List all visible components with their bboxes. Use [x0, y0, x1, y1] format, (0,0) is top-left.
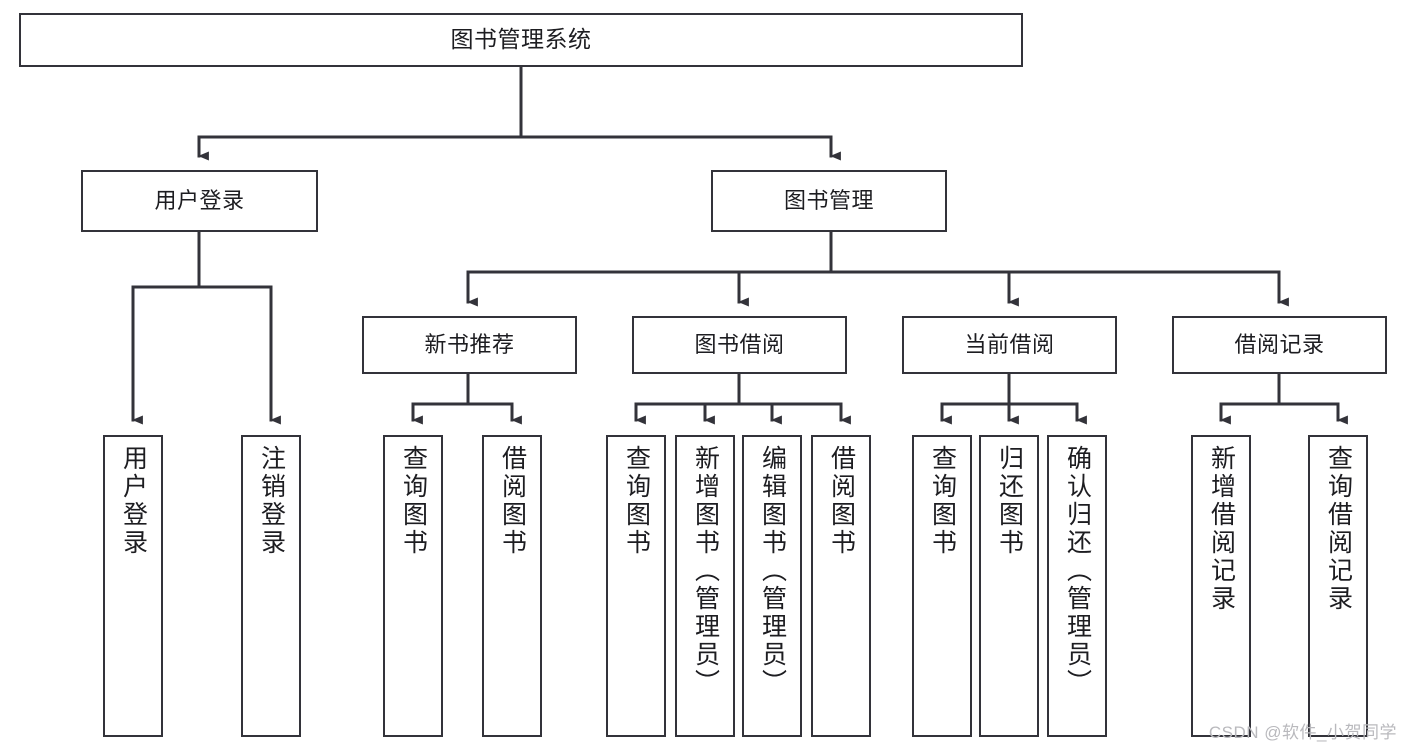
node-label: 查询借阅记录: [1324, 445, 1353, 613]
node-leaf-query-borrow-record[interactable]: 查询借阅记录: [1308, 435, 1368, 737]
node-label: 图书管理: [783, 188, 874, 214]
node-current-borrowing[interactable]: 当前借阅: [902, 316, 1117, 374]
node-leaf-add-book-admin[interactable]: 新增图书（管理员）: [675, 435, 735, 737]
node-label: 新书推荐: [424, 332, 515, 358]
node-leaf-user-login[interactable]: 用户登录: [103, 435, 163, 737]
node-label: 新增借阅记录: [1207, 445, 1236, 613]
node-leaf-confirm-return-admin[interactable]: 确认归还（管理员）: [1047, 435, 1107, 737]
node-leaf-logout[interactable]: 注销登录: [241, 435, 301, 737]
node-label: 图书借阅: [694, 332, 785, 358]
node-leaf-query-books-recommendation[interactable]: 查询图书: [383, 435, 443, 737]
watermark: CSDN @软件_小贺同学: [1208, 723, 1397, 742]
node-leaf-borrow-books-recommendation[interactable]: 借阅图书: [482, 435, 542, 737]
node-label: 借阅图书: [498, 445, 527, 557]
node-label: 借阅图书: [827, 445, 856, 557]
node-root-book-management-system[interactable]: 图书管理系统: [19, 13, 1023, 67]
node-book-management[interactable]: 图书管理: [711, 170, 947, 232]
node-label: 查询图书: [622, 445, 651, 557]
node-book-borrowing[interactable]: 图书借阅: [632, 316, 847, 374]
node-label: 图书管理系统: [450, 26, 592, 53]
node-user-login[interactable]: 用户登录: [81, 170, 318, 232]
node-leaf-return-books[interactable]: 归还图书: [979, 435, 1039, 737]
node-label: 借阅记录: [1234, 332, 1325, 358]
node-leaf-edit-book-admin[interactable]: 编辑图书（管理员）: [742, 435, 802, 737]
node-new-book-recommendation[interactable]: 新书推荐: [362, 316, 577, 374]
node-label: 查询图书: [399, 445, 428, 557]
node-label: 编辑图书（管理员）: [758, 445, 787, 697]
node-leaf-add-borrow-record[interactable]: 新增借阅记录: [1191, 435, 1251, 737]
node-label: 新增图书（管理员）: [691, 445, 720, 697]
node-leaf-query-books-borrowing[interactable]: 查询图书: [606, 435, 666, 737]
node-label: 确认归还（管理员）: [1063, 445, 1092, 697]
node-label: 归还图书: [995, 445, 1024, 557]
node-leaf-query-books-current[interactable]: 查询图书: [912, 435, 972, 737]
node-label: 用户登录: [154, 188, 245, 214]
node-borrowing-records[interactable]: 借阅记录: [1172, 316, 1387, 374]
node-leaf-borrow-books-borrowing[interactable]: 借阅图书: [811, 435, 871, 737]
node-label: 注销登录: [257, 445, 286, 557]
node-label: 用户登录: [119, 445, 148, 557]
node-label: 查询图书: [928, 445, 957, 557]
node-label: 当前借阅: [964, 332, 1055, 358]
